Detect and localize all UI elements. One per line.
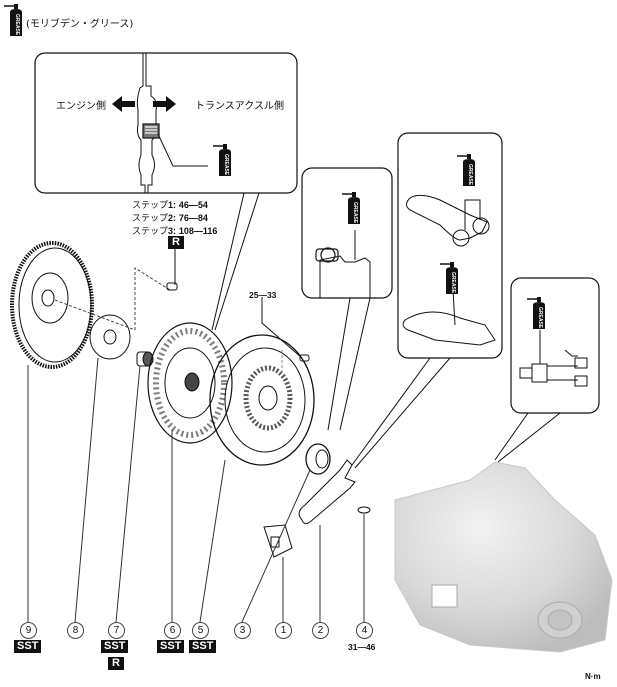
detail-panel-release-fork <box>397 132 503 359</box>
release-fork <box>298 459 356 525</box>
legend-grease-can-icon <box>3 3 23 37</box>
arrow-left-icon <box>112 96 135 112</box>
replace-badge: R <box>168 236 184 249</box>
arrow-right-icon <box>153 96 176 112</box>
torque-steps: ステップ1: 46—54 ステップ2: 76—84 ステップ3: 108—116 <box>132 199 217 238</box>
part-5-sst-badge: SST <box>189 640 217 653</box>
boot <box>263 524 293 558</box>
torque-step-2: ステップ2: 76—84 <box>132 213 208 224</box>
part-callout-3: 3 <box>234 622 251 639</box>
detail-panel-clutch-disc-hub <box>34 52 298 194</box>
transaxle-image <box>394 461 613 653</box>
part-callout-2: 2 <box>312 622 329 639</box>
part-callout-1: 1 <box>275 622 292 639</box>
panel2-grease-can-icon <box>341 191 361 225</box>
transaxle-side-label: トランスアクスル側 <box>195 101 284 112</box>
pivot-pin <box>357 506 371 514</box>
flywheel <box>10 241 94 369</box>
part-9-sst-badge: SST <box>14 640 42 653</box>
cover-bolt-torque: 25—33 <box>249 290 277 300</box>
panel4-grease-can-icon <box>526 296 546 330</box>
part-7-sst-badge: SST <box>101 640 129 653</box>
engine-side-label: エンジン側 <box>56 101 106 112</box>
part-6-sst-badge: SST <box>157 640 185 653</box>
panel3-grease-can-icon-lower <box>439 261 459 295</box>
part-callout-6: 6 <box>164 622 181 639</box>
torque-step-3: ステップ3: 108—116 <box>132 226 218 237</box>
detail-panel-input-shaft <box>510 277 600 414</box>
pivot-torque: 31—46 <box>348 642 376 652</box>
part-7-replace-badge: R <box>108 657 124 670</box>
torque-step-1: ステップ1: 46—54 <box>132 200 208 211</box>
part-callout-7: 7 <box>108 622 125 639</box>
clutch-cover <box>209 334 315 466</box>
panel-grease-can-icon <box>212 143 232 177</box>
torque-unit-label: N·m <box>585 672 601 681</box>
detail-panel-release-bearing <box>301 167 393 299</box>
release-bearing <box>305 443 331 475</box>
part-callout-8: 8 <box>67 622 84 639</box>
part-callout-5: 5 <box>192 622 209 639</box>
part-callout-4: 4 <box>356 622 373 639</box>
part-callout-9: 9 <box>20 622 37 639</box>
panel3-grease-can-icon-upper <box>456 153 476 187</box>
backing-plate <box>89 314 131 360</box>
legend-text: (モリブデン・グリース) <box>26 19 134 30</box>
clutch-disc <box>147 322 233 444</box>
